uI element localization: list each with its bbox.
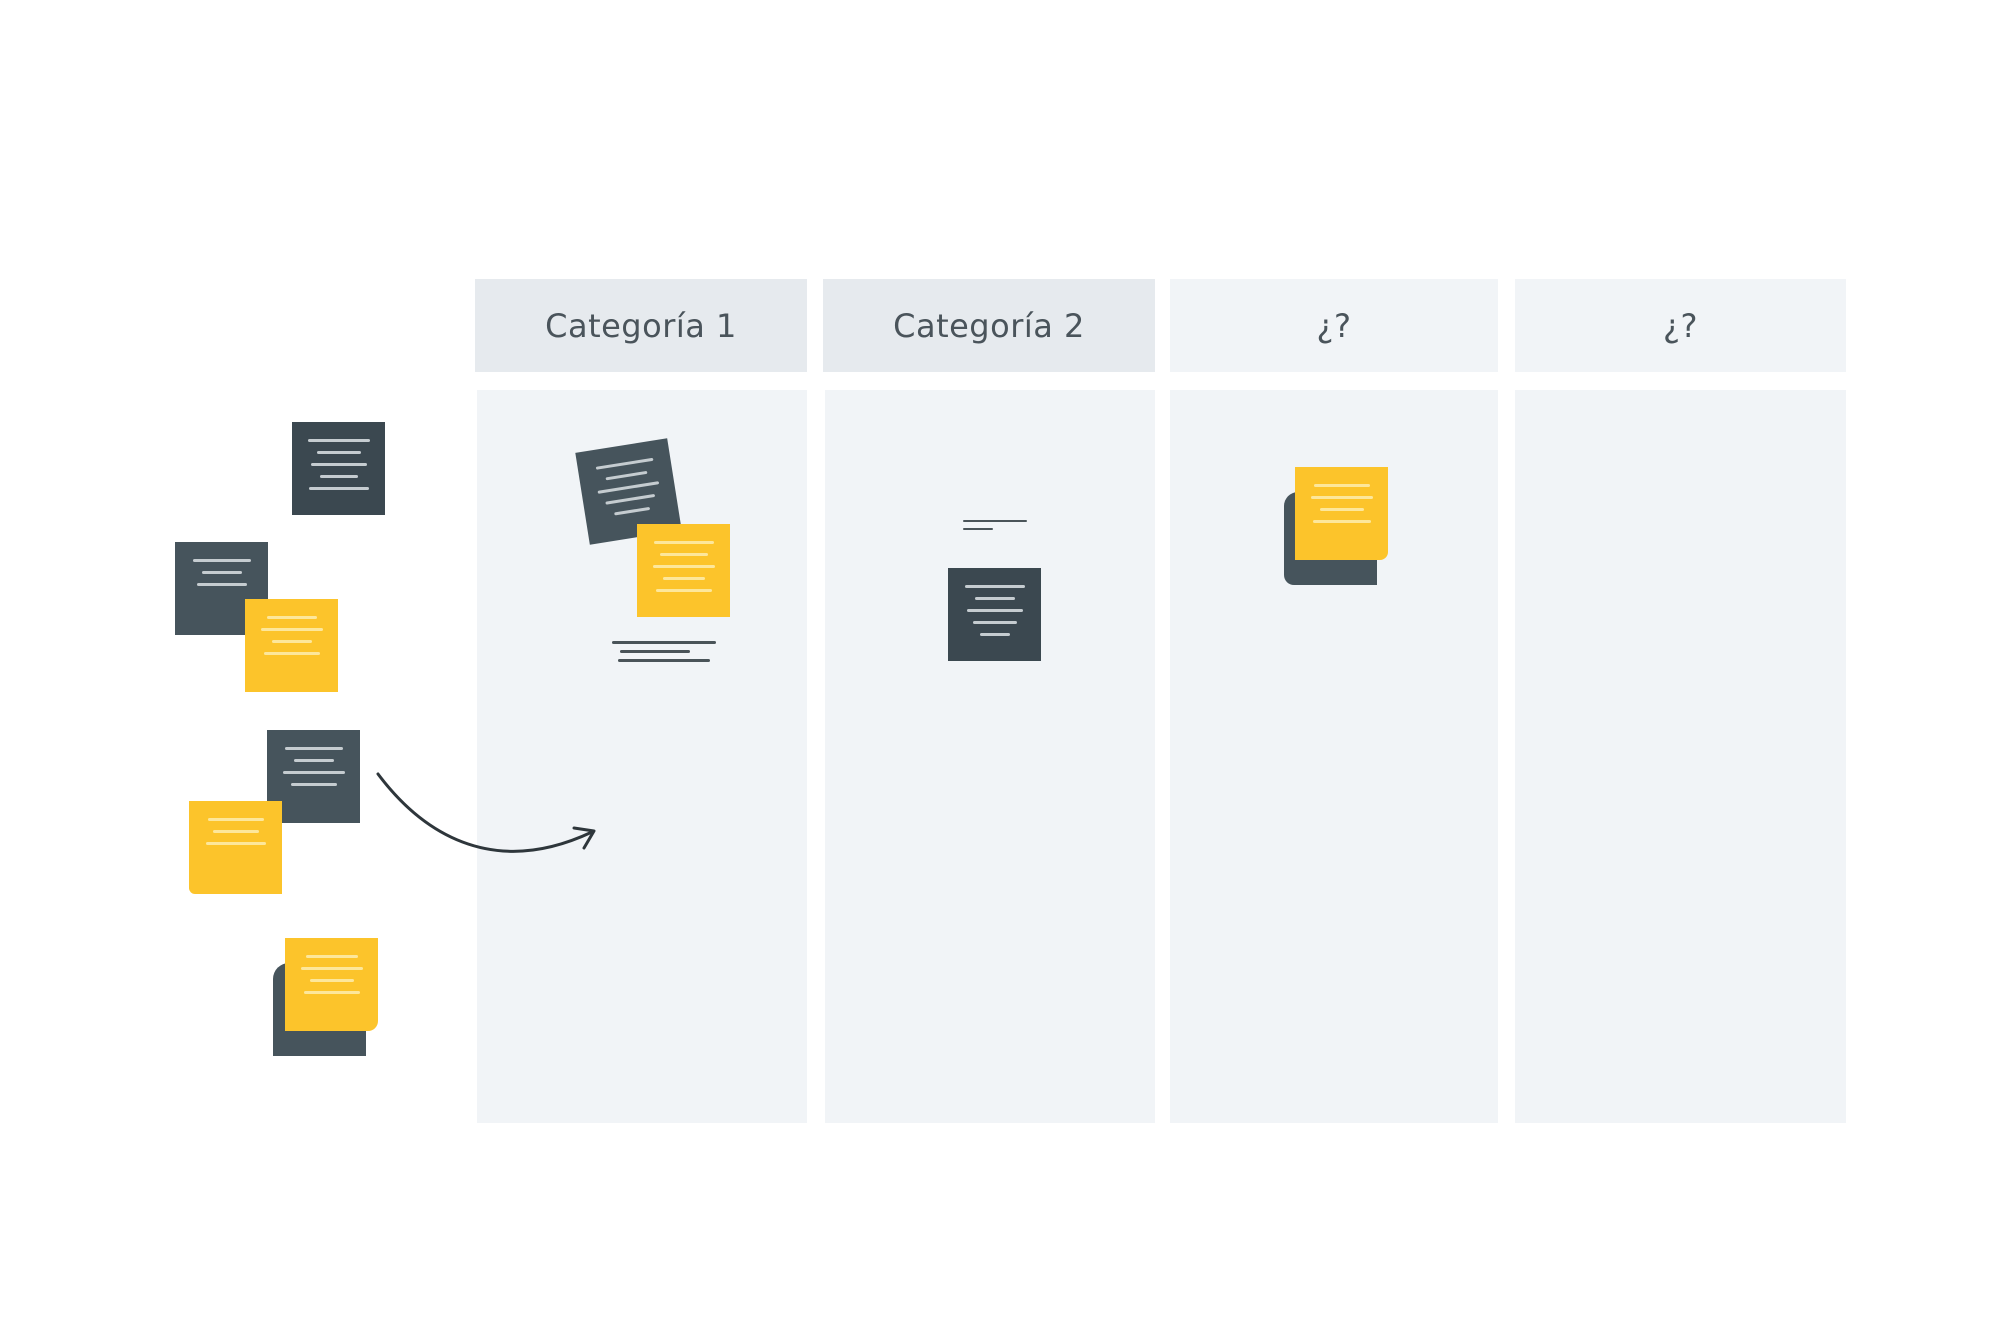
text-lines xyxy=(612,641,716,668)
column-header-1: Categoría 1 xyxy=(475,279,807,372)
column-header-2: Categoría 2 xyxy=(823,279,1155,372)
column-title: ¿? xyxy=(1663,306,1698,345)
column-header-3: ¿? xyxy=(1170,279,1498,372)
sticky-note-yellow[interactable] xyxy=(637,524,730,617)
sticky-note-dark[interactable] xyxy=(948,568,1041,661)
column-title: Categoría 2 xyxy=(893,306,1085,345)
sticky-note-dark[interactable] xyxy=(292,422,385,515)
column-body-4[interactable] xyxy=(1515,390,1846,1123)
column-title: Categoría 1 xyxy=(545,306,737,345)
column-header-4: ¿? xyxy=(1515,279,1846,372)
text-lines xyxy=(963,520,1027,536)
sticky-note-yellow[interactable] xyxy=(1295,467,1388,560)
sticky-note-yellow[interactable] xyxy=(189,801,282,894)
curved-arrow-icon xyxy=(376,772,596,853)
sticky-note-yellow[interactable] xyxy=(245,599,338,692)
sticky-note-yellow[interactable] xyxy=(285,938,378,1031)
sticky-note-dark[interactable] xyxy=(267,730,360,823)
column-body-2[interactable] xyxy=(825,390,1155,1123)
column-title: ¿? xyxy=(1316,306,1352,345)
